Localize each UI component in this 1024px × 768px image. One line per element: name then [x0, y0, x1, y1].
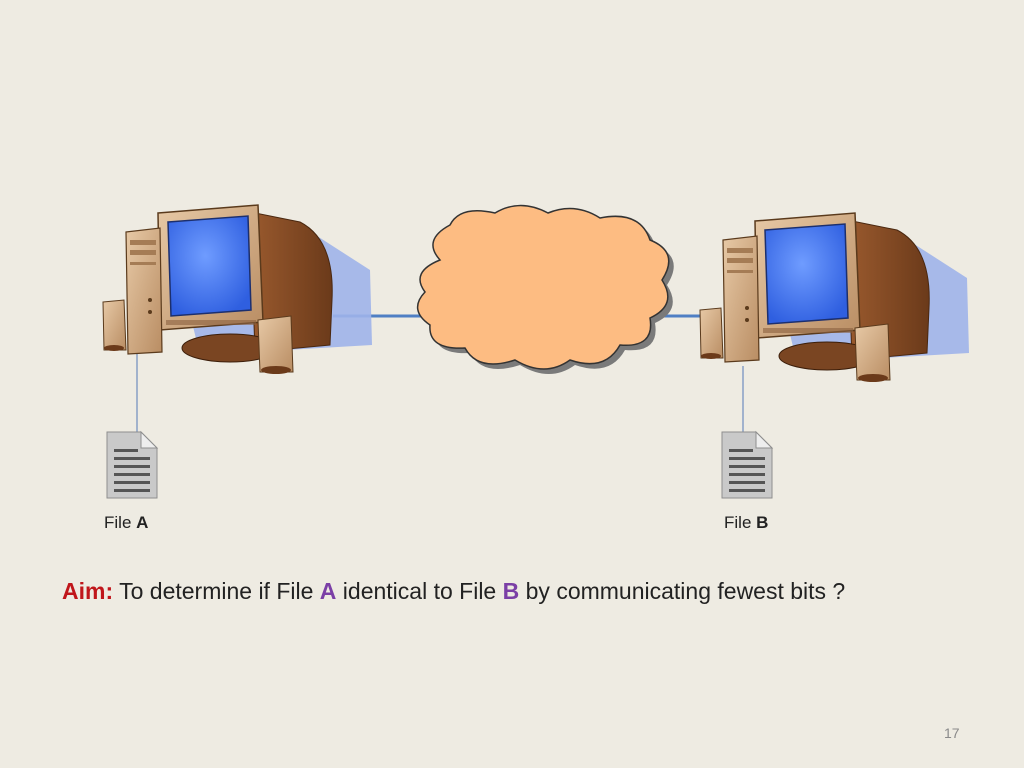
- computer-a: [102, 204, 373, 375]
- document-icon-b: [721, 431, 773, 499]
- file-a-ref: A: [319, 578, 337, 604]
- file-a-label: File A: [104, 513, 149, 532]
- aim-statement: Aim: To determine if File A identical to…: [62, 578, 846, 604]
- aim-label: Aim:: [62, 578, 114, 604]
- network-cloud: [416, 204, 670, 370]
- file-b-label: File B: [724, 513, 769, 532]
- page-number: 17: [944, 725, 960, 741]
- computer-b: [699, 212, 970, 383]
- file-b-ref: B: [502, 578, 520, 604]
- document-icon-a: [106, 431, 158, 499]
